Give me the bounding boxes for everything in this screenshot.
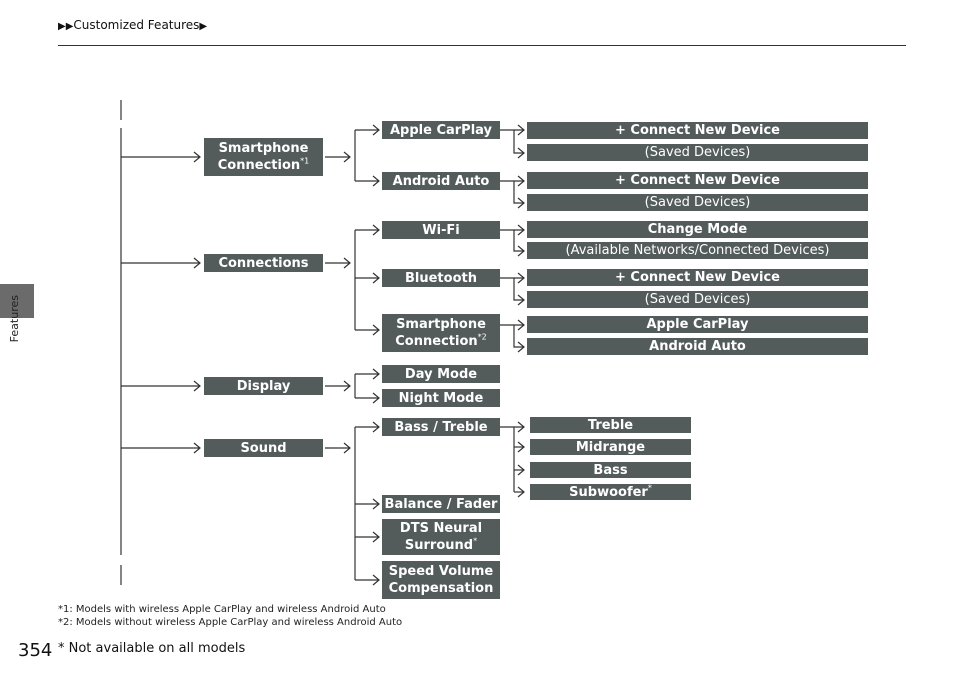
bluetooth-label: Bluetooth bbox=[405, 270, 477, 286]
breadcrumb-arrows: ▶▶ bbox=[58, 21, 74, 32]
bluetooth-box: Bluetooth bbox=[382, 269, 500, 287]
change-mode-box: Change Mode bbox=[527, 221, 868, 238]
sound-label: Sound bbox=[240, 440, 287, 456]
connect-new-device-1-box: + Connect New Device bbox=[527, 122, 868, 139]
smartphone-connection-line2: Connection bbox=[217, 158, 301, 173]
treble-box: Treble bbox=[530, 417, 691, 433]
subwoofer-box: Subwoofer* bbox=[530, 484, 691, 500]
wifi-box: Wi-Fi bbox=[382, 221, 500, 239]
connect-new-device-3-box: + Connect New Device bbox=[527, 269, 868, 286]
saved-devices-3-label: (Saved Devices) bbox=[644, 292, 751, 307]
footnotes: *1: Models with wireless Apple CarPlay a… bbox=[58, 603, 402, 629]
smartphone-connection-line1: Smartphone bbox=[218, 141, 309, 156]
bass-treble-box: Bass / Treble bbox=[382, 418, 500, 436]
saved-devices-1-box: (Saved Devices) bbox=[527, 144, 868, 161]
day-mode-label: Day Mode bbox=[404, 366, 478, 382]
speed-volume-compensation-box: Speed Volume Compensation bbox=[382, 561, 500, 599]
smartphone-connection-2-line2: Connection bbox=[395, 334, 478, 349]
breadcrumb: ▶▶Customized Features▶ bbox=[58, 18, 207, 32]
midrange-box: Midrange bbox=[530, 439, 691, 455]
breadcrumb-arrow-after: ▶ bbox=[199, 21, 208, 32]
breadcrumb-title: Customized Features bbox=[73, 18, 200, 32]
connections-label: Connections bbox=[218, 255, 309, 271]
android-auto-box: Android Auto bbox=[382, 172, 500, 190]
smartphone-connection-box: Smartphone Connection*1 bbox=[204, 138, 323, 176]
page-number: 354 bbox=[18, 640, 53, 661]
availability-note: * Not available on all models bbox=[58, 641, 246, 656]
connect-new-device-1-label: + Connect New Device bbox=[615, 123, 780, 138]
connections-box: Connections bbox=[204, 254, 323, 272]
balance-fader-box: Balance / Fader bbox=[382, 495, 500, 513]
sound-box: Sound bbox=[204, 439, 323, 457]
smartphone-connection-2-box: Smartphone Connection*2 bbox=[382, 314, 500, 352]
day-mode-box: Day Mode bbox=[382, 365, 500, 383]
dts-neural-surround-box: DTS Neural Surround* bbox=[382, 519, 500, 555]
connect-new-device-3-label: + Connect New Device bbox=[615, 270, 780, 285]
display-label: Display bbox=[236, 378, 291, 394]
smartphone-footnote-marker: *1 bbox=[300, 156, 310, 166]
bass-box: Bass bbox=[530, 462, 691, 478]
smartphone-connection-2-line1: Smartphone bbox=[396, 317, 486, 332]
bass-treble-label: Bass / Treble bbox=[394, 419, 488, 435]
subwoofer-footnote-marker: * bbox=[647, 483, 652, 493]
night-mode-box: Night Mode bbox=[382, 389, 500, 407]
subwoofer-label: Subwoofer bbox=[569, 484, 648, 500]
compensation-line2: Compensation bbox=[388, 581, 494, 596]
android-auto-label: Android Auto bbox=[392, 173, 490, 189]
dts-neural-line1: DTS Neural bbox=[399, 521, 483, 536]
footnote-2: *2: Models without wireless Apple CarPla… bbox=[58, 617, 403, 628]
dts-surround-line2: Surround bbox=[404, 538, 474, 553]
footnote-1: *1: Models with wireless Apple CarPlay a… bbox=[58, 604, 386, 615]
connect-new-device-2-label: + Connect New Device bbox=[615, 173, 780, 188]
apple-carplay-2-box: Apple CarPlay bbox=[527, 316, 868, 333]
saved-devices-2-label: (Saved Devices) bbox=[644, 195, 751, 210]
connect-new-device-2-box: + Connect New Device bbox=[527, 172, 868, 189]
saved-devices-1-label: (Saved Devices) bbox=[644, 145, 751, 160]
midrange-label: Midrange bbox=[575, 439, 646, 455]
change-mode-label: Change Mode bbox=[647, 222, 748, 237]
night-mode-label: Night Mode bbox=[398, 390, 484, 406]
header-rule bbox=[58, 45, 906, 46]
speed-volume-line1: Speed Volume bbox=[388, 564, 494, 579]
balance-fader-label: Balance / Fader bbox=[384, 496, 498, 512]
section-tab bbox=[0, 284, 34, 318]
android-auto-2-label: Android Auto bbox=[649, 339, 746, 354]
apple-carplay-2-label: Apple CarPlay bbox=[646, 317, 749, 332]
available-networks-label: (Available Networks/Connected Devices) bbox=[565, 243, 830, 258]
surround-footnote-marker: * bbox=[473, 536, 478, 546]
display-box: Display bbox=[204, 377, 323, 395]
treble-label: Treble bbox=[587, 417, 634, 433]
saved-devices-2-box: (Saved Devices) bbox=[527, 194, 868, 211]
wifi-label: Wi-Fi bbox=[422, 222, 460, 238]
apple-carplay-box: Apple CarPlay bbox=[382, 121, 500, 139]
saved-devices-3-box: (Saved Devices) bbox=[527, 291, 868, 308]
available-networks-box: (Available Networks/Connected Devices) bbox=[527, 242, 868, 259]
bass-label: Bass bbox=[593, 462, 628, 478]
android-auto-2-box: Android Auto bbox=[527, 338, 868, 355]
apple-carplay-label: Apple CarPlay bbox=[389, 122, 493, 138]
smartphone-2-footnote-marker: *2 bbox=[477, 332, 487, 342]
